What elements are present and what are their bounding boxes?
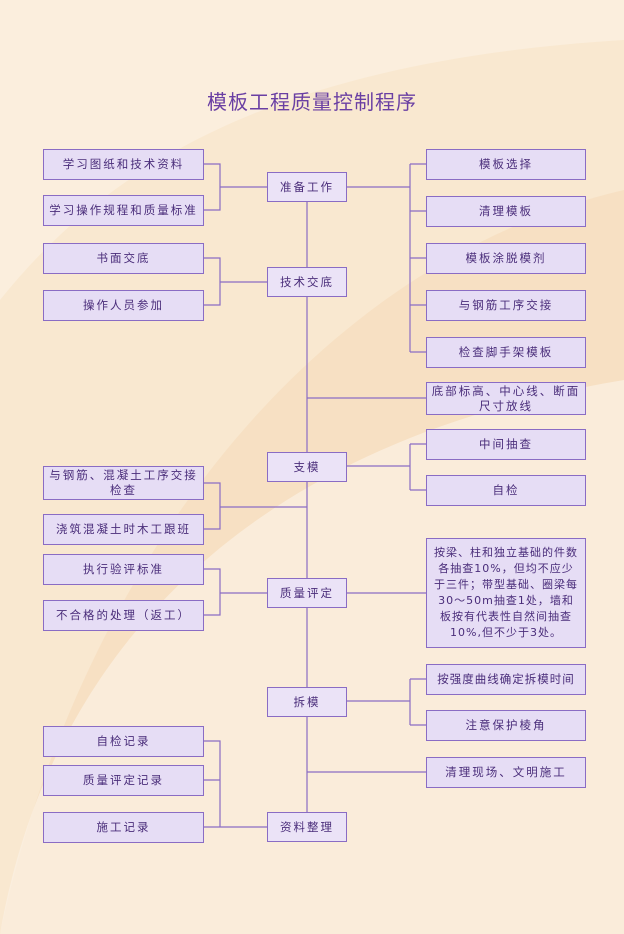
- right-prep-release-agent: 模板涂脱模剂: [426, 243, 586, 274]
- left-prep-study-standards: 学习操作规程和质量标准: [43, 195, 204, 226]
- left-tech-written-briefing: 书面交底: [43, 243, 204, 274]
- right-prep-select-formwork: 模板选择: [426, 149, 586, 180]
- right-clean-site: 清理现场、文明施工: [426, 757, 586, 788]
- node-formwork-support: 支模: [267, 452, 347, 482]
- diagram-title: 模板工程质量控制程序: [207, 90, 417, 114]
- node-preparation: 准备工作: [267, 172, 347, 202]
- right-remove-protect-edges: 注意保护棱角: [426, 710, 586, 741]
- right-support-spot-check: 中间抽查: [426, 429, 586, 460]
- left-records-construction: 施工记录: [43, 812, 204, 843]
- left-records-self-check: 自检记录: [43, 726, 204, 757]
- node-formwork-removal: 拆模: [267, 687, 347, 717]
- right-prep-clean-formwork: 清理模板: [426, 196, 586, 227]
- left-quality-rework: 不合格的处理（返工）: [43, 600, 204, 631]
- right-prep-check-scaffold: 检查脚手架模板: [426, 337, 586, 368]
- left-tech-operators-attend: 操作人员参加: [43, 290, 204, 321]
- right-quality-sampling-rule: 按梁、柱和独立基础的件数各抽查10%，但均不应少于三件；带型基础、圈梁每30～5…: [426, 538, 586, 648]
- left-records-quality: 质量评定记录: [43, 765, 204, 796]
- right-remove-strength-curve: 按强度曲线确定拆模时间: [426, 664, 586, 695]
- right-support-setting-out: 底部标高、中心线、断面尺寸放线: [426, 382, 586, 415]
- left-support-handover-check: 与钢筋、混凝土工序交接检查: [43, 466, 204, 500]
- left-support-carpenter-follow: 浇筑混凝土时木工跟班: [43, 514, 204, 545]
- node-records: 资料整理: [267, 812, 347, 842]
- node-quality-assessment: 质量评定: [267, 578, 347, 608]
- right-prep-rebar-handover: 与钢筋工序交接: [426, 290, 586, 321]
- node-technical-briefing: 技术交底: [267, 267, 347, 297]
- right-support-self-check: 自检: [426, 475, 586, 506]
- left-quality-standards: 执行验评标准: [43, 554, 204, 585]
- left-prep-study-drawings: 学习图纸和技术资料: [43, 149, 204, 180]
